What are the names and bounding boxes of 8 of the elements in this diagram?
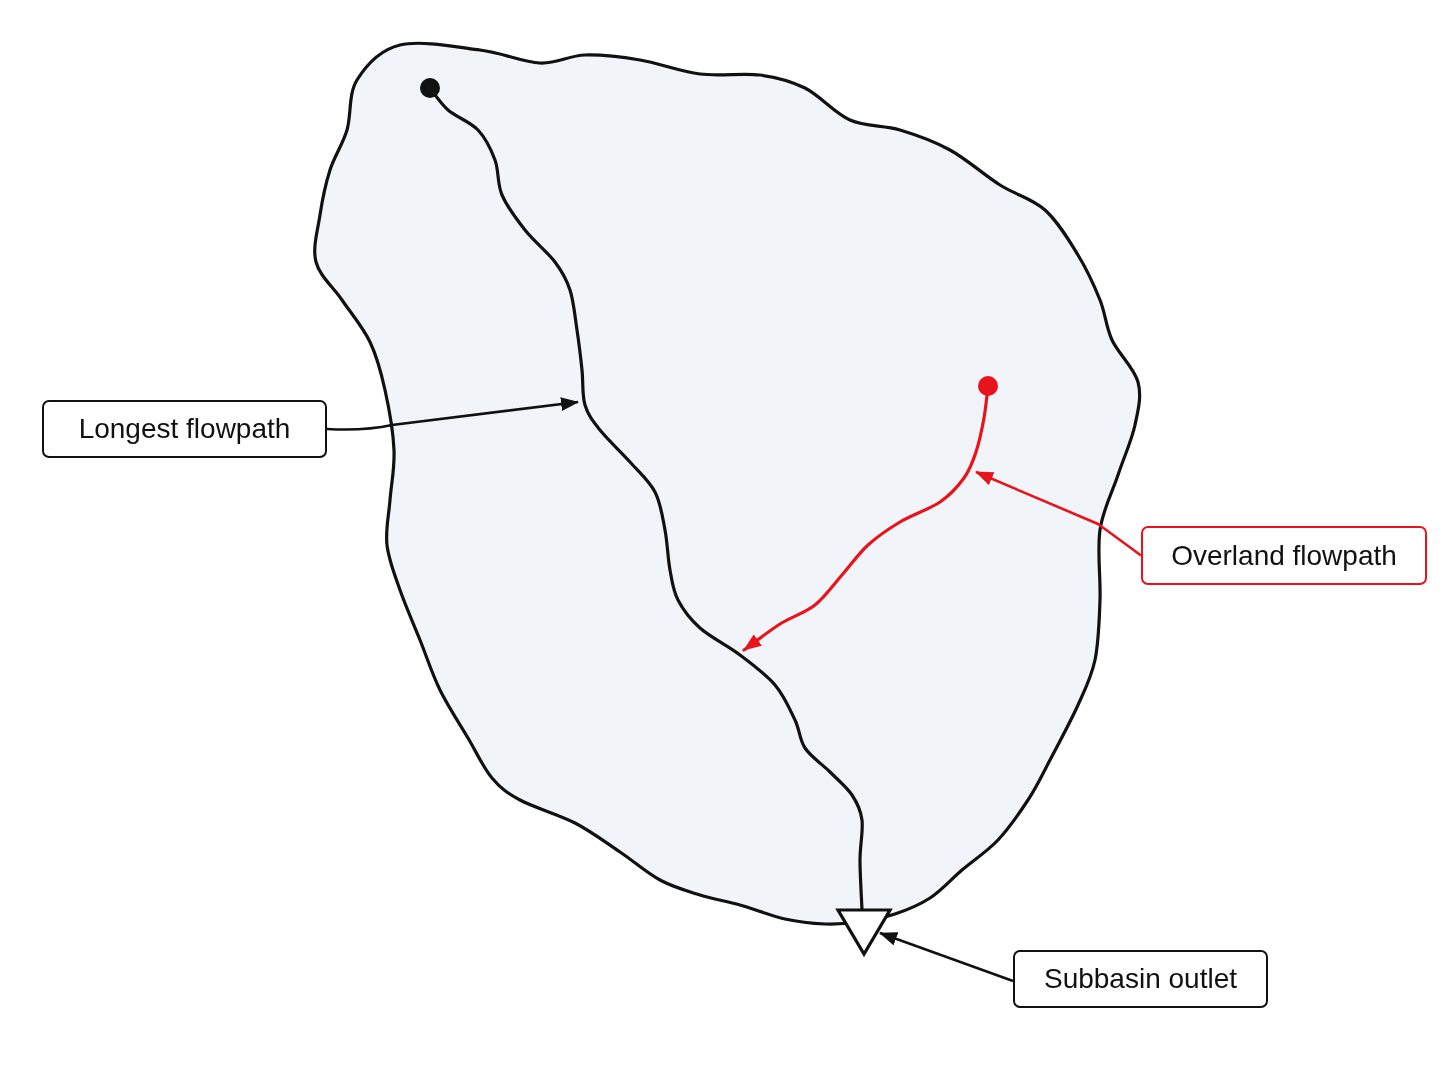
callout-label: Longest flowpath [42, 400, 327, 458]
callout-label: Overland flowpath [1141, 526, 1427, 585]
leader-arrow [326, 397, 579, 431]
leader-arrow [879, 931, 1014, 983]
flowpath-line [742, 376, 998, 652]
callout-label: Subbasin outlet [1013, 950, 1268, 1008]
leader-arrow [975, 470, 1142, 557]
outlet-marker [835, 908, 893, 958]
